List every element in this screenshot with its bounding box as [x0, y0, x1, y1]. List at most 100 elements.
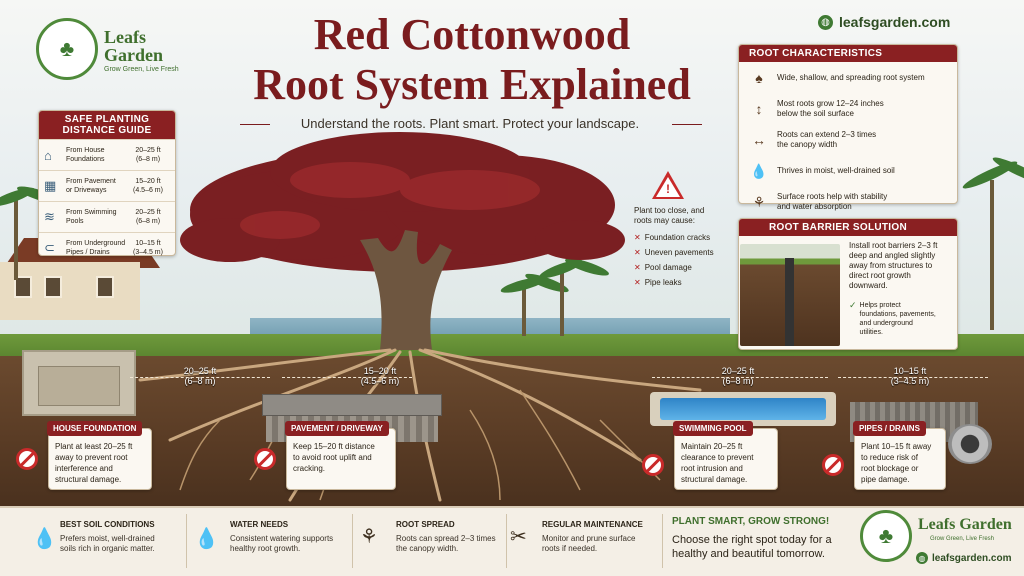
footer-separator: [662, 514, 663, 568]
no-entry-icon: [642, 454, 664, 476]
warning-item: ✕Pool damage: [634, 263, 692, 272]
leafs-garden-logo: ♣: [36, 18, 98, 80]
house-window: [14, 276, 32, 298]
subtitle-rule-left: [240, 124, 270, 125]
water-drops-icon: 💧: [194, 528, 219, 550]
pavement-slab: [262, 394, 442, 416]
house-window: [44, 276, 62, 298]
warning-item: ✕Pipe leaks: [634, 278, 682, 287]
leafs-garden-logo-footer: ♣: [860, 510, 912, 562]
distance-guide-panel: SAFE PLANTING DISTANCE GUIDE ⌂ From Hous…: [38, 110, 176, 256]
roots-icon: ⚘: [752, 193, 766, 210]
root-characteristics-panel: ROOT CHARACTERISTICS ♠Wide, shallow, and…: [738, 44, 958, 211]
no-entry-icon: [16, 448, 38, 470]
tree-logo-icon: ♣: [59, 36, 75, 61]
page-subtitle: Understand the roots. Plant smart. Prote…: [300, 116, 640, 131]
card-title: SWIMMING POOL: [673, 421, 753, 436]
distance-label: 10–15 ft(3–4.5 m): [890, 366, 930, 386]
page-title-line1: Red Cottonwood: [313, 10, 631, 59]
soil-drop-icon: 💧: [32, 528, 57, 550]
card-title: PIPES / DRAINS: [853, 421, 926, 436]
brand-name-line2: Garden: [104, 45, 164, 65]
footer-item-root-spread: ⚘ ROOT SPREAD Roots can spread 2–3 times…: [360, 520, 496, 553]
pavement-card: PAVEMENT / DRIVEWAY Keep 15–20 ft distan…: [285, 421, 396, 490]
distance-line: [282, 377, 412, 378]
pool-water: [660, 398, 826, 420]
x-icon: ✕: [634, 233, 641, 242]
x-icon: ✕: [634, 263, 641, 272]
depth-icon: ↕: [755, 100, 763, 117]
cta-title: PLANT SMART, GROW STRONG!: [672, 516, 830, 527]
drop-icon: 💧: [750, 162, 768, 179]
distance-guide-title-line2: DISTANCE GUIDE: [62, 125, 152, 136]
subtitle-rule-right: [672, 124, 702, 125]
distance-guide-title: SAFE PLANTING DISTANCE GUIDE: [39, 111, 175, 139]
root-characteristics-title: ROOT CHARACTERISTICS: [739, 45, 957, 62]
card-title: HOUSE FOUNDATION: [47, 421, 143, 436]
footer-item-maintenance: ✂ REGULAR MAINTENANCE Monitor and prune …: [510, 520, 643, 553]
brand-name-line1: Leafs: [104, 27, 146, 47]
arrows-icon: ↔: [752, 131, 766, 148]
characteristic-item: ♠Wide, shallow, and spreading root syste…: [739, 62, 957, 93]
footer-item-water: 💧 WATER NEEDS Consistent watering suppor…: [194, 520, 334, 553]
distance-line: [838, 377, 988, 378]
house-foundation-card: HOUSE FOUNDATION Plant at least 20–25 ft…: [47, 421, 152, 490]
footer-item-soil: 💧 BEST SOIL CONDITIONS Prefers moist, we…: [32, 520, 155, 553]
distance-label: 15–20 ft(4.5–6 m): [360, 366, 400, 386]
no-entry-icon: [822, 454, 844, 476]
page-title-line2: Root System Explained: [253, 60, 691, 109]
characteristic-item: 💧Thrives in moist, well-drained soil: [739, 155, 957, 186]
website-link-top[interactable]: ◍ leafsgarden.com: [818, 14, 950, 30]
footer-separator: [506, 514, 507, 568]
distance-label: 20–25 ft(6–8 m): [721, 366, 755, 386]
footer-bar: [0, 506, 1024, 576]
warning-icon-inner: [656, 177, 680, 197]
footer-separator: [352, 514, 353, 568]
distance-line: [130, 377, 270, 378]
card-title: PAVEMENT / DRIVEWAY: [285, 421, 389, 436]
red-cottonwood-tree: [138, 132, 702, 502]
warning-item: ✕Uneven pavements: [634, 248, 714, 257]
brand-tagline: Grow Green, Live Fresh: [104, 66, 179, 73]
no-entry-icon: [254, 448, 276, 470]
house-icon: ⌂: [44, 147, 52, 163]
distance-guide-title-line1: SAFE PLANTING: [64, 114, 150, 125]
footer-separator: [186, 514, 187, 568]
brand-name-footer: Leafs Garden: [918, 516, 1012, 533]
root-barrier-title: ROOT BARRIER SOLUTION: [739, 219, 957, 236]
website-text: leafsgarden.com: [839, 14, 951, 30]
pool-icon: ≋: [44, 209, 55, 224]
house-window: [96, 276, 114, 298]
pavement-icon: ▦: [44, 178, 57, 193]
brand-tagline-footer: Grow Green, Live Fresh: [930, 536, 995, 542]
palm-trees: [0, 153, 1024, 336]
brand-name: Leafs Garden: [104, 28, 163, 64]
root-barrier-wall: [785, 258, 794, 346]
check-icon: ✓: [849, 300, 857, 310]
x-icon: ✕: [634, 248, 641, 257]
distance-label: 20–25 ft(6–8 m): [183, 366, 217, 386]
website-link-footer[interactable]: ◍ leafsgarden.com: [916, 552, 1011, 564]
root-spread-icon: ⚘: [360, 526, 378, 548]
drain-pipe: [948, 424, 992, 464]
exclamation-icon: !: [666, 182, 670, 196]
x-icon: ✕: [634, 278, 641, 287]
distance-line: [652, 377, 828, 378]
globe-icon: ◍: [916, 552, 928, 564]
pipe-icon: ⊂: [44, 240, 55, 255]
house-wall: [0, 262, 140, 320]
